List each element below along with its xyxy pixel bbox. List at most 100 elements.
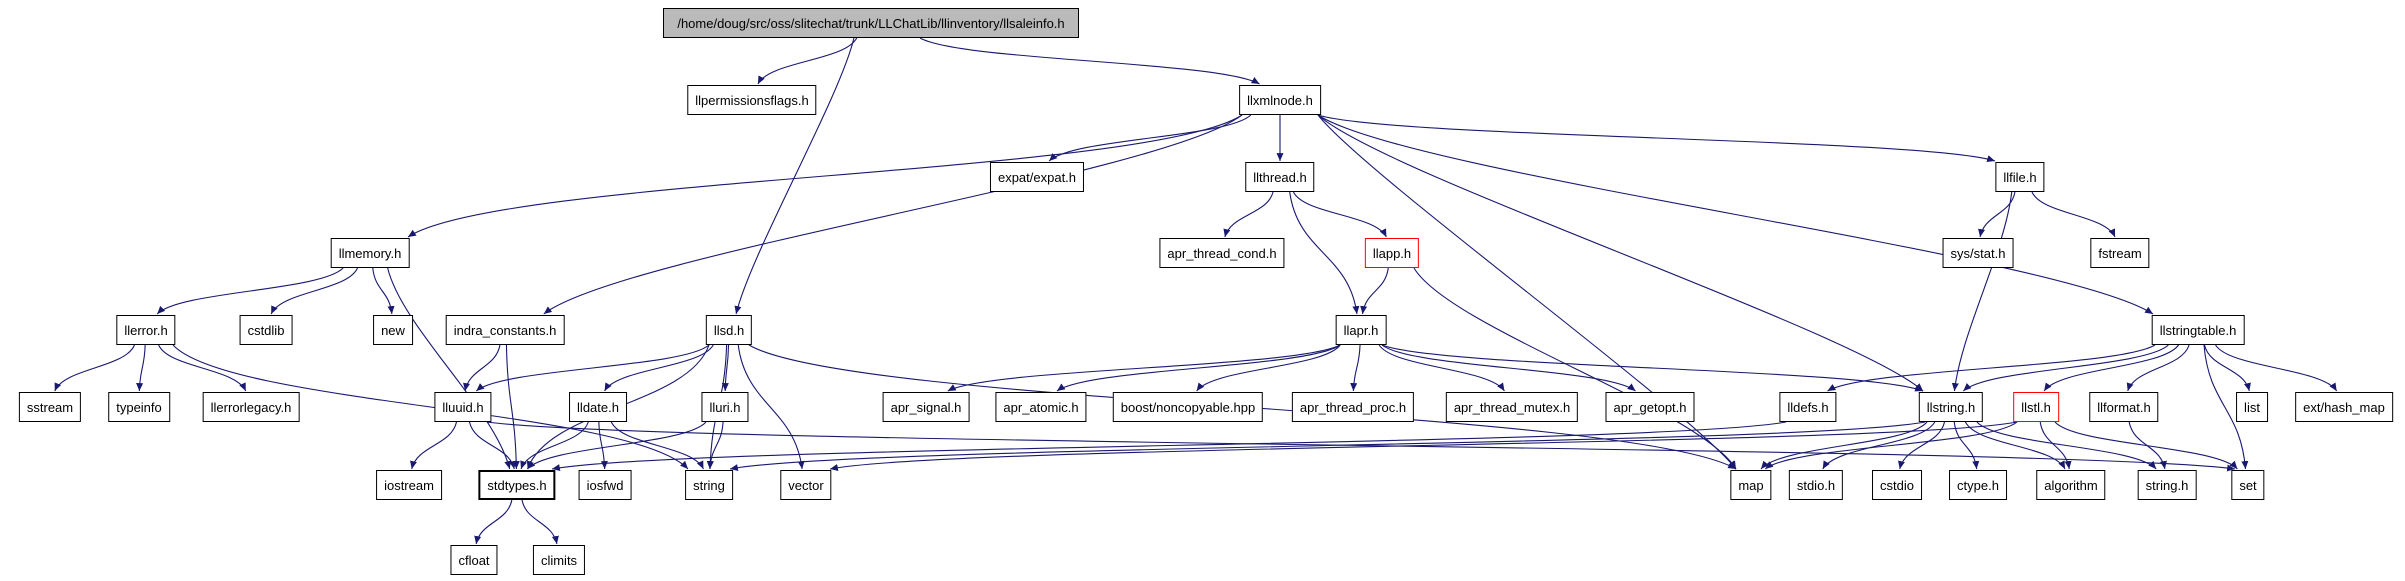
node-string_h[interactable]: string.h [2137, 470, 2197, 500]
edge-llfile-sys_stat [1978, 191, 2016, 238]
edge-llstringtable-set [2203, 344, 2249, 470]
node-llpermissionsflags[interactable]: llpermissionsflags.h [687, 85, 817, 115]
node-list[interactable]: list [2236, 392, 2268, 422]
node-lluuid[interactable]: lluuid.h [434, 392, 492, 422]
node-stdtypes[interactable]: stdtypes.h [478, 470, 556, 500]
edge-llapr-llstring [1381, 344, 1924, 392]
node-apr_thread_mutex[interactable]: apr_thread_mutex.h [1445, 392, 1579, 422]
node-vector[interactable]: vector [780, 470, 832, 500]
edge-llmemory-stdtypes [387, 267, 512, 470]
edge-llxmlnode-llstringtable [1317, 114, 2154, 315]
edge-llapp-llapr [1360, 267, 1389, 315]
edge-llmemory-cstdlib [270, 267, 359, 315]
node-cstdlib[interactable]: cstdlib [239, 315, 293, 345]
edge-llxmlnode-llfile [1317, 114, 1996, 163]
edge-llxmlnode-map [1317, 114, 1737, 470]
edge-main-llpermissionsflags [757, 37, 858, 85]
node-llapp[interactable]: llapp.h [1364, 238, 1420, 268]
edge-llmemory-llerror [156, 267, 344, 315]
node-ctype_h[interactable]: ctype.h [1949, 470, 2007, 500]
node-llstring[interactable]: llstring.h [1918, 392, 1984, 422]
node-lldefs[interactable]: lldefs.h [1779, 392, 1837, 422]
edge-llformat-string_h [2128, 421, 2167, 470]
node-cstdio[interactable]: cstdio [1872, 470, 1922, 500]
node-expat[interactable]: expat/expat.h [989, 162, 1085, 192]
edge-llstring-algorithm [1964, 421, 2066, 470]
node-llstl[interactable]: llstl.h [2013, 392, 2059, 422]
edge-llstringtable-llstring [1962, 344, 2169, 392]
node-iosfwd[interactable]: iosfwd [578, 470, 632, 500]
edge-llapr-apr_thread_mutex [1378, 344, 1505, 392]
edge-lluri-stdtypes [526, 421, 707, 470]
node-apr_getopt[interactable]: apr_getopt.h [1605, 392, 1695, 422]
edge-llstringtable-lldefs [1827, 344, 2156, 392]
edge-llstring-cstdio [1898, 421, 1946, 470]
edge-stdtypes-cfloat [474, 499, 513, 545]
edge-llerror-sstream [54, 344, 135, 392]
node-new[interactable]: new [373, 315, 413, 345]
edge-llapr-apr_getopt [1381, 344, 1636, 392]
edge-llfile-fstream [2031, 191, 2116, 238]
node-sys_stat[interactable]: sys/stat.h [1942, 238, 2014, 268]
edge-lldate-string [610, 421, 704, 470]
node-climits[interactable]: climits [532, 545, 586, 575]
edge-llstringtable-llstl [2043, 344, 2180, 392]
edge-llstring-stdio_h [1822, 421, 1936, 470]
edge-lluri-string [706, 421, 724, 470]
node-llformat[interactable]: llformat.h [2089, 392, 2159, 422]
node-main[interactable]: /home/doug/src/oss/slitechat/trunk/LLCha… [663, 8, 1079, 38]
edge-llsd-lluuid [475, 344, 710, 392]
edge-llmemory-new [372, 267, 395, 315]
node-apr_thread_cond[interactable]: apr_thread_cond.h [1159, 238, 1285, 268]
node-typeinfo[interactable]: typeinfo [108, 392, 170, 422]
node-stdio_h[interactable]: stdio.h [1788, 470, 1844, 500]
edge-stdtypes-climits [521, 499, 559, 545]
edge-llapr-apr_atomic [1056, 344, 1341, 392]
edge-llxmlnode-llstring [1317, 114, 1924, 392]
edge-llstringtable-list [2203, 344, 2251, 392]
node-llsd[interactable]: llsd.h [705, 315, 753, 345]
edge-main-llsd [734, 37, 855, 315]
edge-llthread-apr_thread_cond [1223, 191, 1274, 238]
edge-llxmlnode-expat [1048, 114, 1252, 162]
node-fstream[interactable]: fstream [2090, 238, 2150, 268]
edge-llapr-boost_noncopyable [1196, 344, 1341, 392]
node-sstream[interactable]: sstream [18, 392, 82, 422]
edge-lluuid-set [486, 421, 2236, 472]
node-llapr[interactable]: llapr.h [1335, 315, 1387, 345]
edge-llapr-apr_signal [947, 344, 1341, 392]
node-lluri[interactable]: lluri.h [701, 392, 749, 422]
edge-llerror-string [172, 344, 689, 470]
node-boost_noncopyable[interactable]: boost/noncopyable.hpp [1112, 392, 1264, 422]
node-iostream[interactable]: iostream [376, 470, 442, 500]
node-llerrorlegacy[interactable]: llerrorlegacy.h [202, 392, 300, 422]
node-llstringtable[interactable]: llstringtable.h [2151, 315, 2245, 345]
node-llthread[interactable]: llthread.h [1245, 162, 1315, 192]
node-llxmlnode[interactable]: llxmlnode.h [1239, 85, 1321, 115]
node-lldate[interactable]: lldate.h [569, 392, 627, 422]
node-set[interactable]: set [2231, 470, 2265, 500]
node-llmemory[interactable]: llmemory.h [330, 238, 410, 268]
node-indra_constants[interactable]: indra_constants.h [445, 315, 565, 345]
edge-llsd-lldate [604, 344, 714, 392]
edge-llstringtable-ext_hash_map [2215, 344, 2338, 392]
node-llfile[interactable]: llfile.h [1995, 162, 2045, 192]
node-map[interactable]: map [1730, 470, 1772, 500]
edge-lldefs-stdtypes [551, 421, 1787, 472]
edge-llthread-llapp [1292, 191, 1387, 238]
node-cfloat[interactable]: cfloat [450, 545, 498, 575]
node-algorithm[interactable]: algorithm [2036, 470, 2106, 500]
edge-llstring-string [729, 421, 1926, 471]
node-apr_thread_proc[interactable]: apr_thread_proc.h [1291, 392, 1415, 422]
node-apr_atomic[interactable]: apr_atomic.h [995, 392, 1087, 422]
edge-llapp-map [1413, 267, 1737, 470]
node-apr_signal[interactable]: apr_signal.h [882, 392, 970, 422]
node-llerror[interactable]: llerror.h [116, 315, 176, 345]
edge-lluuid-iostream [410, 421, 458, 470]
edge-llsd-lluri [721, 344, 730, 392]
node-string[interactable]: string [685, 470, 733, 500]
edge-llerror-llerrorlegacy [158, 344, 247, 392]
node-ext_hash_map[interactable]: ext/hash_map [2295, 392, 2393, 422]
